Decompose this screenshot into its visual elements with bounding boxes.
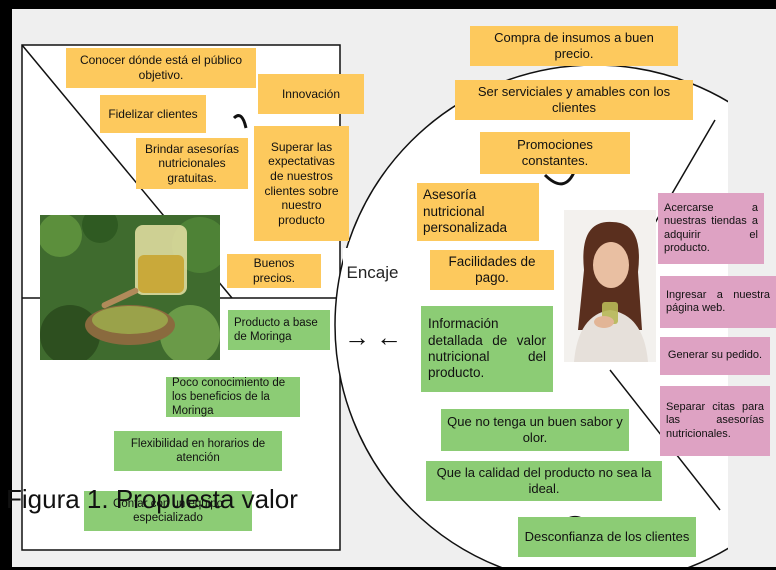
moringa-tea-photo (40, 215, 220, 360)
figure-caption: Figura 1. Propuesta valor (6, 484, 298, 514)
note-acercarse-tiendas: Acercarse a nuestras tiendas a adquirir … (658, 193, 764, 264)
note-superar-expectativas: Superar las expectativas de nuestros cli… (254, 126, 349, 241)
moringa-tea-image (40, 215, 220, 360)
note-producto-moringa: Producto a base de Moringa (228, 310, 330, 350)
note-innovacion: Innovación (258, 74, 364, 114)
note-fidelizar: Fidelizar clientes (100, 95, 206, 133)
note-buen-sabor: Que no tenga un buen sabor y olor. (441, 409, 629, 451)
note-compra-insumos: Compra de insumos a buen precio. (470, 26, 678, 66)
note-ingresar-web: Ingresar a nuestra página web. (660, 276, 776, 328)
note-flexibilidad: Flexibilidad en horarios de atención (114, 431, 282, 471)
note-generar-pedido: Generar su pedido. (660, 337, 770, 375)
arrow-right-icon: → (344, 321, 370, 352)
arrow-left-icon: ← (376, 321, 402, 352)
note-promociones: Promociones constantes. (480, 132, 630, 174)
note-separar-citas: Separar citas para las asesorías nutrici… (660, 386, 770, 456)
arrow-right-box: → (343, 306, 371, 368)
left-border (0, 0, 12, 570)
note-buenos-precios: Buenos precios. (227, 254, 321, 288)
note-calidad: Que la calidad del producto no sea la id… (426, 461, 662, 501)
gift-icon-fragment (232, 114, 248, 129)
top-border (0, 0, 776, 9)
note-conocer-publico: Conocer dónde está el público objetivo. (66, 48, 256, 88)
arrow-left-box: ← (375, 306, 403, 368)
note-informacion-detallada: Información detallada de valor nutricion… (421, 306, 553, 392)
woman-drinking-image (564, 210, 656, 362)
note-serviciales: Ser serviciales y amables con los client… (455, 80, 693, 120)
note-equipo: Contar con un equipo especializado (84, 491, 252, 531)
note-poco-conocimiento: Poco conocimiento de los beneficios de l… (166, 377, 300, 417)
note-facilidades-pago: Facilidades de pago. (430, 250, 554, 290)
woman-drinking-photo (564, 210, 656, 362)
encaje-label: Encaje (343, 248, 402, 298)
bottom-border (0, 567, 776, 570)
note-brindar-asesorias: Brindar asesorías nutricionales gratuita… (136, 138, 248, 189)
note-desconfianza: Desconfianza de los clientes (518, 517, 696, 557)
note-asesoria-personalizada: Asesoría nutricional personalizada (417, 183, 539, 241)
